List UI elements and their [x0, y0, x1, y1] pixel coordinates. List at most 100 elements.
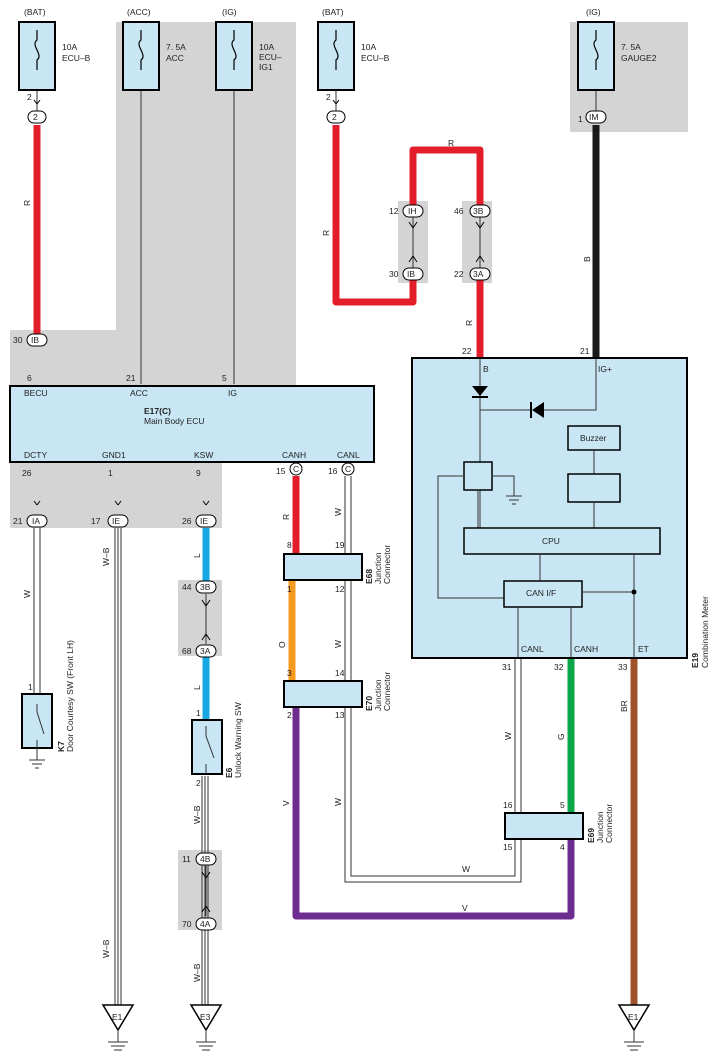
wire-red-ecub-2 [332, 125, 417, 306]
pin-ih: 12 IH [389, 204, 424, 218]
svg-text:Connector: Connector [382, 672, 392, 711]
svg-text:26: 26 [182, 516, 192, 526]
svg-text:K7: K7 [56, 741, 66, 752]
svg-text:12: 12 [335, 584, 345, 594]
svg-text:W–B: W–B [192, 963, 202, 982]
svg-text:B: B [483, 364, 489, 374]
svg-text:Buzzer: Buzzer [580, 433, 607, 443]
svg-text:GND1: GND1 [102, 450, 126, 460]
svg-text:IB: IB [407, 269, 415, 279]
svg-text:9: 9 [196, 468, 201, 478]
svg-text:E1: E1 [628, 1012, 639, 1022]
svg-text:4A: 4A [200, 919, 211, 929]
svg-text:CANL: CANL [521, 644, 544, 654]
svg-text:R: R [22, 200, 32, 206]
svg-text:W–B: W–B [101, 547, 111, 566]
svg-text:70: 70 [182, 919, 192, 929]
svg-text:IB: IB [31, 335, 39, 345]
svg-text:E17(C): E17(C) [144, 406, 171, 416]
main-body-ecu: BECU ACC IG 6 21 5 E17(C) Main Body ECU … [9, 373, 375, 478]
svg-text:IE: IE [200, 516, 208, 526]
svg-text:15: 15 [276, 466, 286, 476]
svg-text:Connector: Connector [604, 804, 614, 843]
svg-text:(BAT): (BAT) [322, 7, 344, 17]
svg-text:Combination Meter: Combination Meter [700, 596, 710, 668]
svg-text:ECU–B: ECU–B [62, 53, 91, 63]
pin-im: IM [585, 110, 607, 124]
svg-text:V: V [462, 903, 468, 913]
ground-e1-right: E1 [617, 1004, 651, 1051]
svg-text:1: 1 [28, 682, 33, 692]
pin-3a-top: 22 3A [454, 267, 491, 281]
svg-text:46: 46 [454, 206, 464, 216]
svg-text:(BAT): (BAT) [24, 7, 46, 17]
junction-e68: 8 19 1 12 E68 Junction Connector [283, 540, 392, 594]
svg-text:Junction: Junction [373, 679, 383, 711]
unlock-warning-switch: 1 2 E6 Unlock Warning SW [191, 702, 243, 788]
svg-text:E19: E19 [690, 653, 700, 668]
svg-text:12: 12 [389, 206, 399, 216]
svg-text:CANL: CANL [337, 450, 360, 460]
svg-text:R: R [281, 514, 291, 520]
svg-text:ACC: ACC [130, 388, 148, 398]
pin-4a: 70 4A [182, 917, 217, 931]
svg-text:Junction: Junction [595, 811, 605, 843]
fuse-bat-ecub-1: (BAT) 10A ECU–B 2 [18, 7, 91, 102]
pin-3b-top: 46 3B [454, 204, 491, 218]
svg-text:2: 2 [27, 92, 32, 102]
svg-text:CAN I/F: CAN I/F [526, 588, 556, 598]
svg-text:(ACC): (ACC) [127, 7, 151, 17]
svg-text:W: W [22, 590, 32, 598]
ground-e3: E3 [189, 1004, 223, 1051]
svg-text:B: B [582, 256, 592, 262]
svg-text:CANH: CANH [574, 644, 598, 654]
svg-text:W: W [333, 508, 343, 516]
svg-text:BECU: BECU [24, 388, 48, 398]
svg-text:21: 21 [13, 516, 23, 526]
svg-text:2: 2 [287, 710, 292, 720]
svg-text:R: R [448, 138, 454, 148]
svg-text:16: 16 [328, 466, 338, 476]
svg-text:7. 5A: 7. 5A [621, 42, 641, 52]
svg-text:W: W [333, 798, 343, 806]
pin-ecub2: 2 [326, 99, 346, 124]
svg-text:Main Body ECU: Main Body ECU [144, 416, 204, 426]
pin-ecub1: 2 [27, 99, 47, 124]
svg-text:IA: IA [32, 516, 40, 526]
svg-text:2: 2 [332, 112, 337, 122]
svg-text:(IG): (IG) [222, 7, 237, 17]
svg-text:E1: E1 [112, 1012, 123, 1022]
svg-text:3B: 3B [473, 206, 484, 216]
svg-text:3A: 3A [473, 269, 484, 279]
svg-text:2: 2 [33, 112, 38, 122]
wire-labels: R R R R B R W W–B W–B L L W–B W–B O V V … [22, 138, 629, 982]
svg-text:BR: BR [619, 700, 629, 712]
fuse-bat-ecub-2: (BAT) 10A ECU–B 2 [317, 7, 390, 102]
svg-text:R: R [321, 230, 331, 236]
svg-text:Junction: Junction [373, 552, 383, 584]
svg-text:26: 26 [22, 468, 32, 478]
svg-text:6: 6 [27, 373, 32, 383]
svg-text:CANH: CANH [282, 450, 306, 460]
svg-text:W–B: W–B [192, 805, 202, 824]
svg-text:68: 68 [182, 646, 192, 656]
svg-text:14: 14 [335, 668, 345, 678]
svg-text:19: 19 [335, 540, 345, 550]
fuse-acc: (ACC) 7. 5A ACC [122, 7, 186, 91]
svg-text:3: 3 [287, 668, 292, 678]
ground-e1-left: E1 [101, 1004, 135, 1051]
svg-text:30: 30 [13, 335, 23, 345]
fuse-ig-ecuig1: (IG) 10A ECU– IG1 [215, 7, 282, 91]
svg-text:1: 1 [578, 114, 583, 124]
svg-text:Door Courtesy SW (Front LH): Door Courtesy SW (Front LH) [65, 640, 75, 752]
svg-text:E6: E6 [224, 767, 234, 778]
svg-text:13: 13 [335, 710, 345, 720]
svg-text:5: 5 [560, 800, 565, 810]
svg-text:C: C [293, 464, 299, 474]
svg-text:15: 15 [503, 842, 513, 852]
svg-text:(IG): (IG) [586, 7, 601, 17]
svg-text:W: W [462, 864, 470, 874]
svg-text:10A: 10A [62, 42, 77, 52]
pin-4b: 11 4B [182, 852, 217, 866]
svg-text:IG+: IG+ [598, 364, 612, 374]
